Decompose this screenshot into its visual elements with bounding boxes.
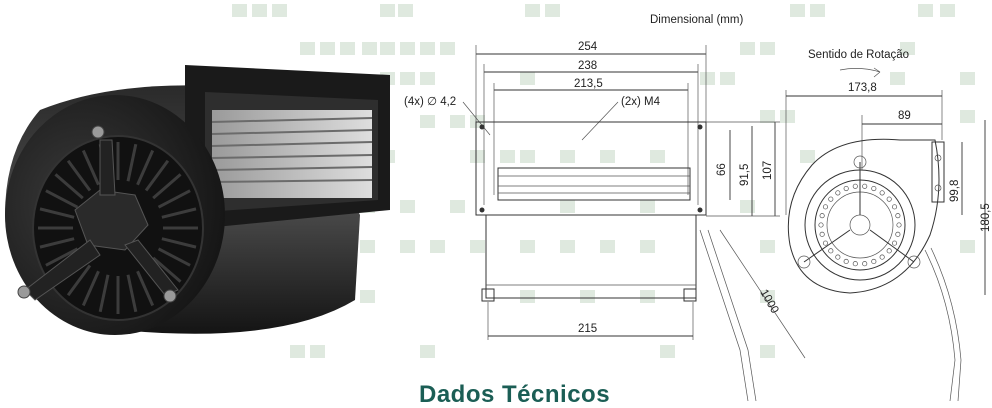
callout-thread: (2x) M4 [621,96,661,108]
dim-213-5: 213,5 [574,78,603,90]
dim-66: 66 [716,163,728,176]
dim-180-5: 180,5 [980,203,992,232]
dim-91-5: 91,5 [739,164,751,186]
dim-107: 107 [762,161,774,180]
dim-254: 254 [578,41,598,53]
dim-173-8: 173,8 [848,82,877,94]
callout-holes: (4x) ∅ 4,2 [404,96,456,108]
dim-238: 238 [578,60,597,72]
side-view-drawing: Dimensional (mm) 254 238 213,5 (4x) ∅ 4,… [404,14,806,401]
rotation-arrow-icon [839,67,881,78]
section-heading: Dados Técnicos [419,381,611,408]
dim-99-8: 99,8 [949,180,961,202]
rotation-label: Sentido de Rotação [808,49,909,61]
drawing-title: Dimensional (mm) [650,14,743,26]
dim-215: 215 [578,323,597,335]
dim-89: 89 [898,110,911,122]
centrifugal-blower-photo [5,65,390,335]
front-view-drawing: Sentido de Rotação 173,8 89 99,8 180,5 [785,49,992,401]
